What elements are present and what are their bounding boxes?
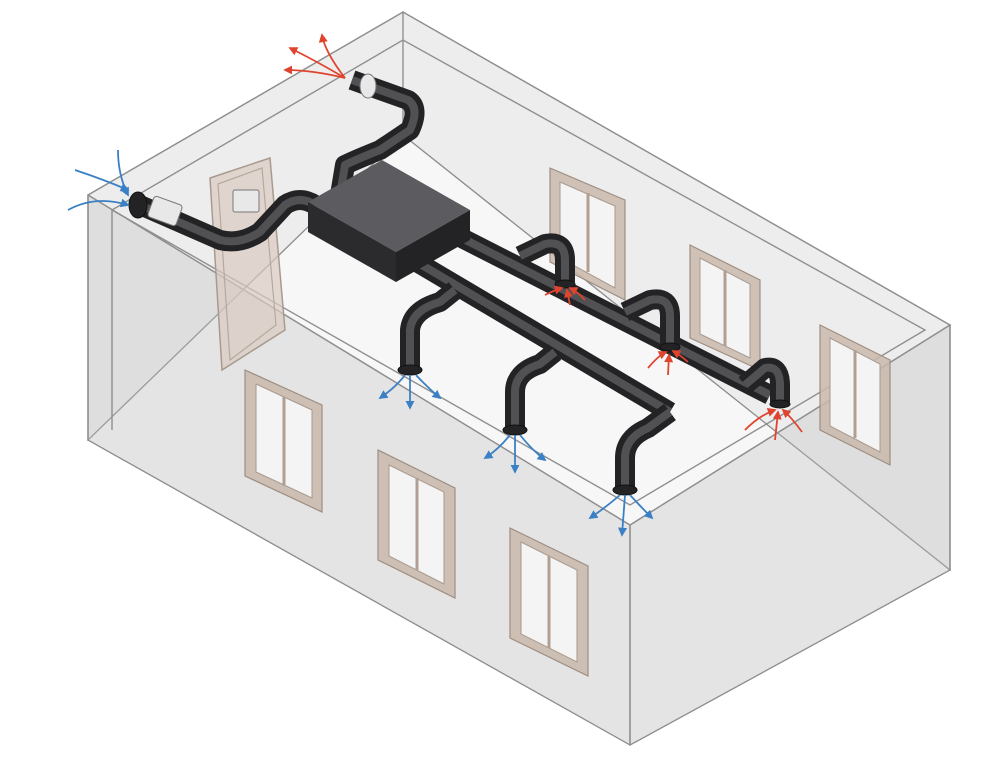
outdoor-exhaust-arrows: [283, 33, 346, 79]
blue-arrow-icon: [117, 149, 129, 197]
red-arrow-icon: [563, 288, 573, 306]
outdoor-intake-arrows: [67, 149, 130, 211]
window: [689, 244, 761, 371]
red-arrow-icon: [772, 410, 782, 441]
supply-duct: [397, 249, 676, 496]
blue-arrow-icon: [67, 198, 130, 211]
window: [377, 449, 456, 599]
red-arrow-icon: [544, 285, 564, 296]
supply-outlet-arrows: [378, 374, 654, 537]
extract-duct: [445, 223, 791, 409]
blue-arrow-icon: [378, 374, 406, 399]
blue-arrow-icon: [519, 434, 547, 462]
red-arrow-icon: [671, 350, 689, 363]
blue-arrow-icon: [588, 494, 621, 519]
blue-arrow-icon: [415, 374, 442, 400]
red-arrow-icon: [744, 408, 777, 431]
blue-arrow-icon: [618, 494, 628, 537]
intake-duct: [128, 189, 321, 252]
red-arrow-icon: [647, 351, 668, 369]
window: [819, 324, 891, 466]
front-windows: [244, 369, 589, 677]
rear-windows: [549, 167, 891, 466]
window: [509, 527, 589, 677]
mvhr-unit: [308, 160, 470, 282]
ductwork: [128, 70, 791, 496]
red-arrow-icon: [283, 65, 346, 79]
red-arrow-icon: [781, 408, 803, 433]
red-arrow-icon: [288, 47, 346, 79]
red-arrow-icon: [664, 353, 674, 376]
red-arrow-icon: [568, 287, 586, 301]
window: [244, 369, 323, 513]
blue-arrow-icon: [629, 494, 654, 520]
blue-arrow-icon: [483, 434, 511, 459]
exhaust-duct: [330, 70, 425, 197]
red-arrow-icon: [318, 33, 346, 79]
extract-inlet-arrows: [544, 285, 803, 441]
